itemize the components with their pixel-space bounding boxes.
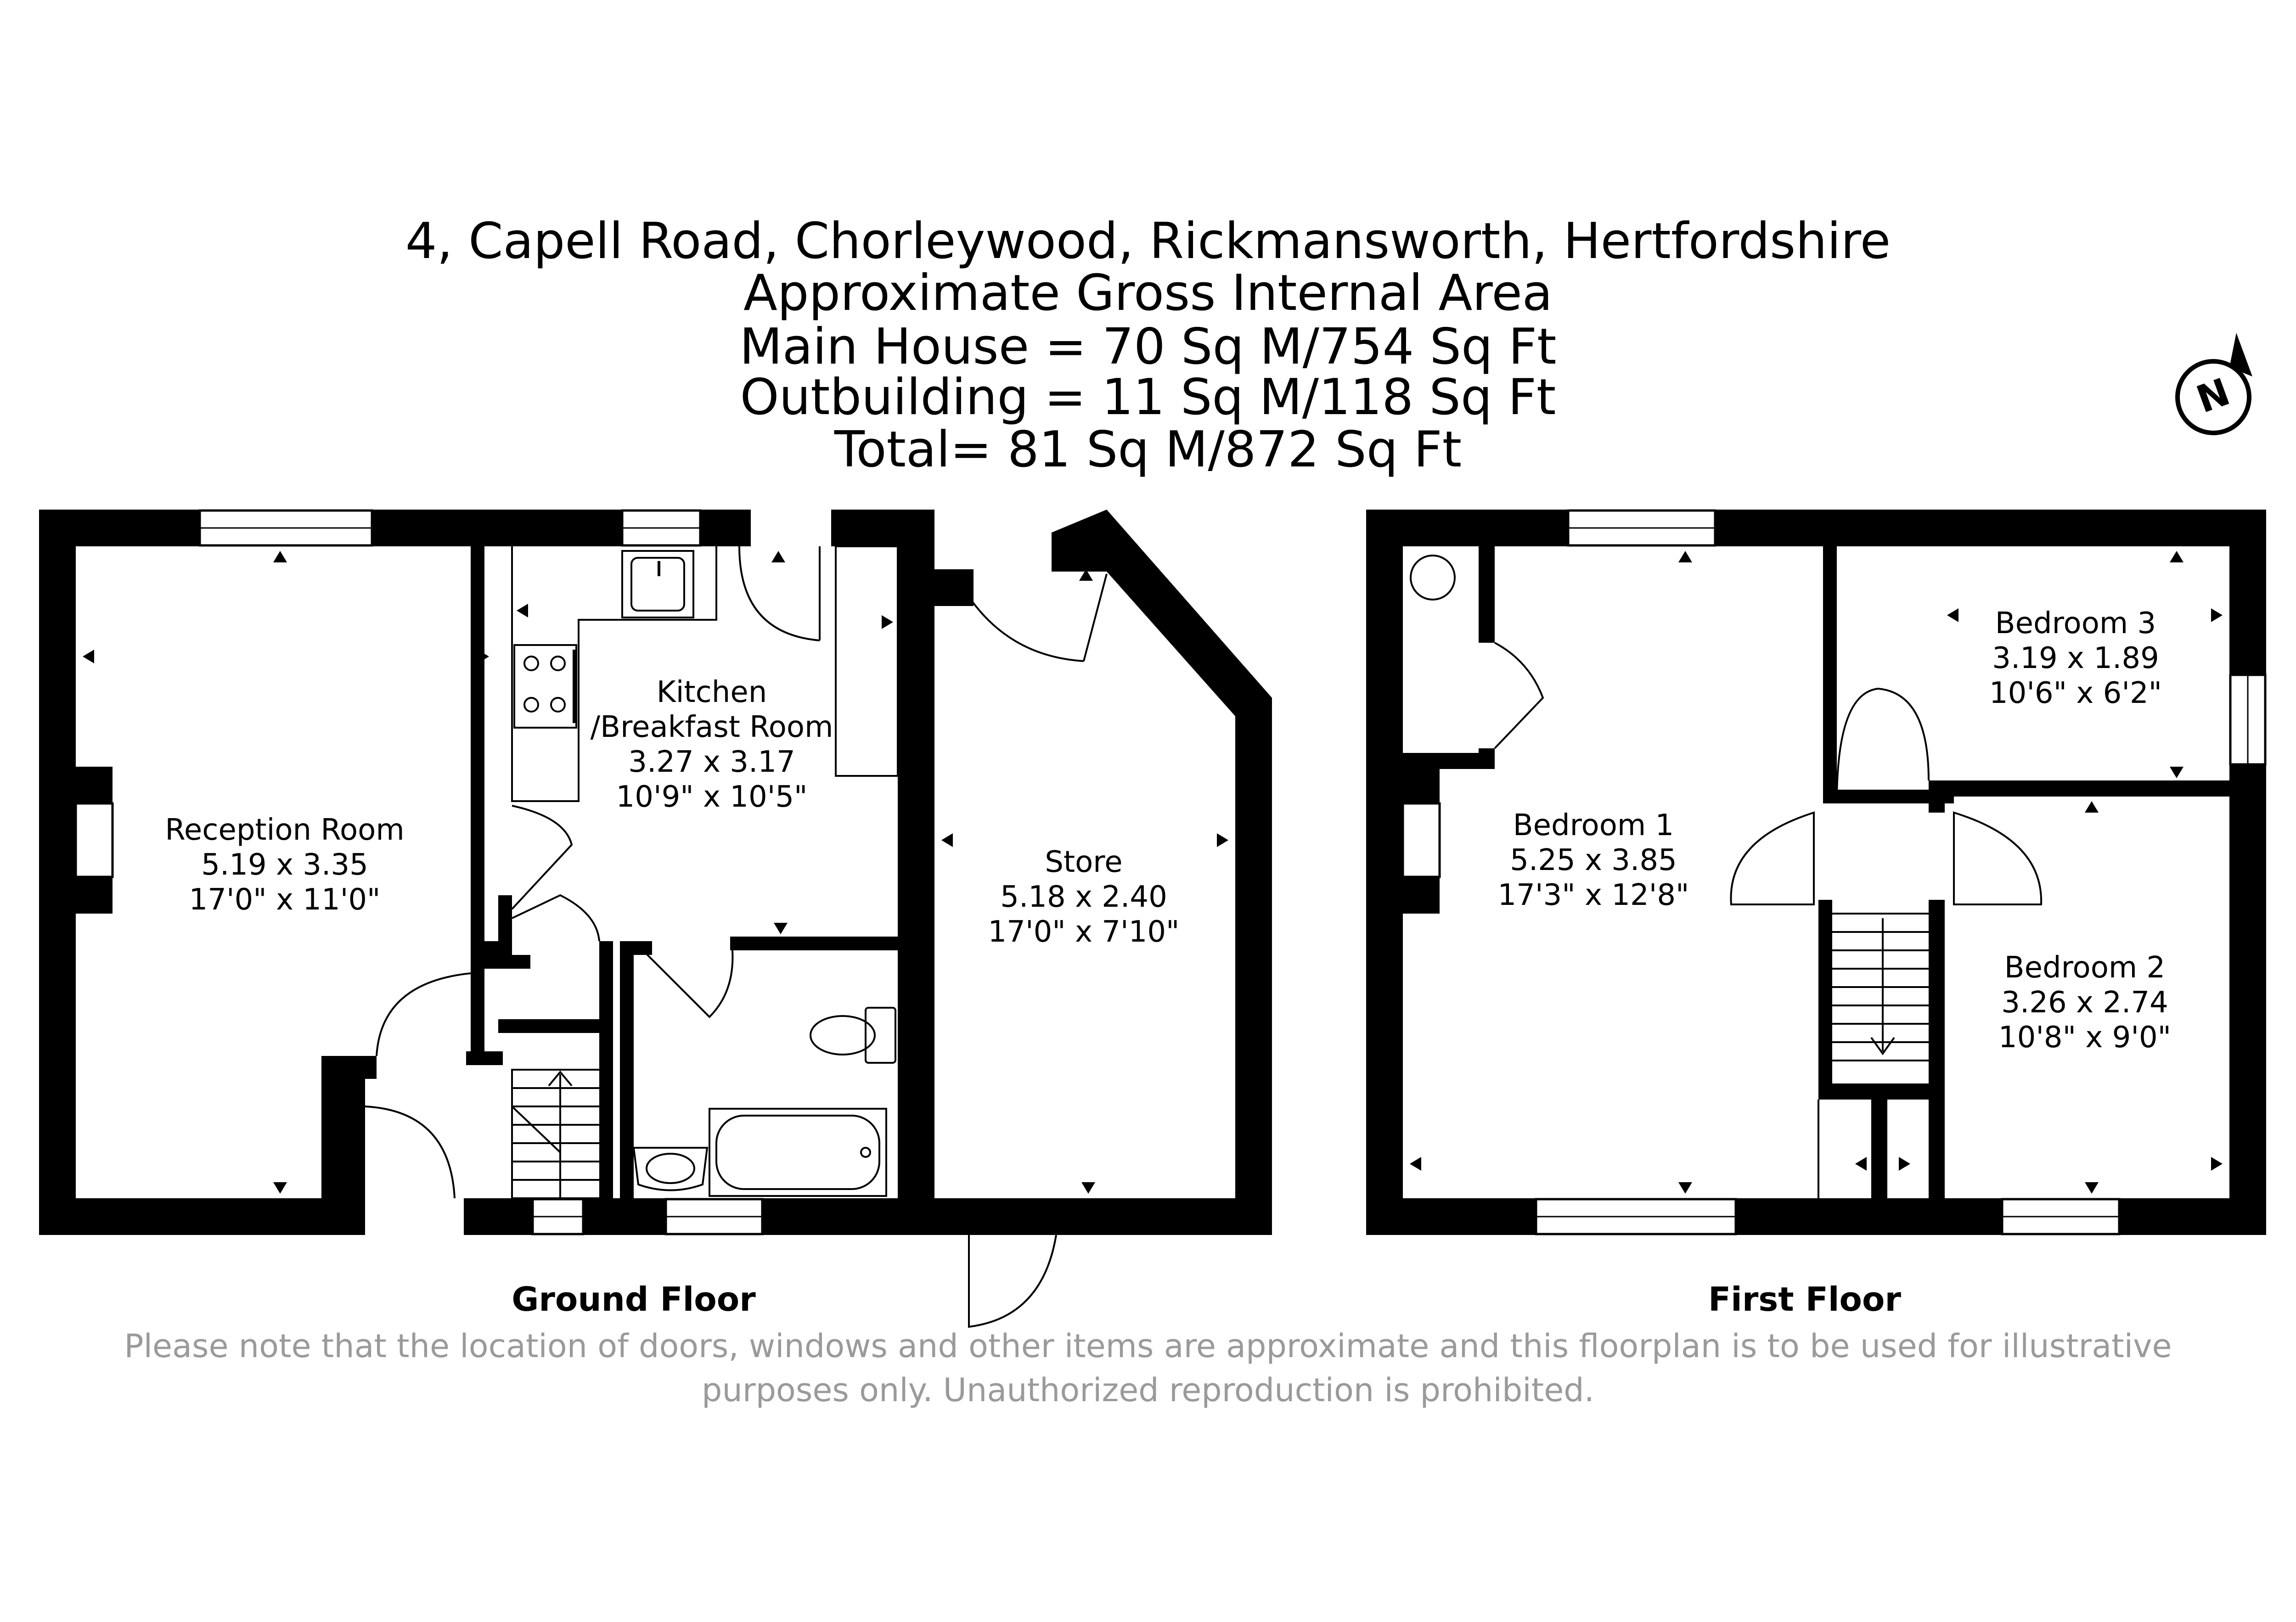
ground-floor-plan [39,509,1272,1328]
kitchen-units [511,545,899,802]
store-name: Store [1045,845,1123,879]
bedroom3-metric: 3.19 x 1.89 [1992,641,2159,675]
first-floor-stairs [1818,913,1929,1198]
store-imperial: 17'0" x 7'10" [988,915,1180,949]
bedroom2-imperial: 10'8" x 9'0" [1998,1021,2172,1055]
water-cylinder [1410,555,1456,601]
ground-floor-windows [74,509,764,1235]
reception-name: Reception Room [165,813,405,847]
ground-floor-internal-walls [466,546,905,1203]
room-label-bedroom3: Bedroom 3 3.19 x 1.89 10'6" x 6'2" [1947,606,2204,711]
outbuilding-area: Outbuilding = 11 Sq M/118 Sq Ft [740,369,1556,426]
kitchen-name-line1: Kitchen [656,675,767,709]
ground-floor-stairs [511,1069,609,1199]
first-floor-label: First Floor [1708,1280,1901,1319]
ground-floor-doors [365,546,821,1199]
kitchen-name-line2: /Breakfast Room [590,710,833,744]
bedroom1-imperial: 17'3" x 12'8" [1497,878,1689,912]
bedroom2-name: Bedroom 2 [2004,951,2166,985]
ground-floor-walls [39,510,964,1235]
room-label-kitchen: Kitchen /Breakfast Room 3.27 x 3.17 10'9… [583,675,840,814]
north-compass [2175,333,2252,435]
first-floor-internal-walls [1403,546,2229,1198]
address-title: 4, Capell Road, Chorleywood, Rickmanswor… [405,213,1891,270]
disclaimer-line2: purposes only. Unauthorized reproduction… [702,1371,1594,1409]
reception-imperial: 17'0" x 11'0" [189,883,381,917]
bedroom3-name: Bedroom 3 [1995,606,2156,640]
first-floor-dimension-markers [1410,551,2223,1194]
bedroom1-name: Bedroom 1 [1513,808,1674,842]
store-dimension-markers [941,569,1228,1194]
first-floor-windows [1401,509,2267,1235]
first-floor-doors [1494,642,2043,905]
first-floor-plan [1366,509,2267,1235]
bedroom2-metric: 3.26 x 2.74 [2001,986,2168,1020]
store-metric: 5.18 x 2.40 [1000,880,1167,914]
main-house-area: Main House = 70 Sq M/754 Sq Ft [739,318,1557,376]
room-label-bedroom1: Bedroom 1 5.25 x 3.85 17'3" x 12'8" [1456,808,1731,913]
reception-metric: 5.19 x 3.35 [201,848,368,882]
disclaimer-line1: Please note that the location of doors, … [124,1327,2172,1365]
room-label-store: Store 5.18 x 2.40 17'0" x 7'10" [969,845,1199,949]
store-doors [968,573,1108,1328]
total-area: Total= 81 Sq M/872 Sq Ft [834,421,1462,478]
room-label-bedroom2: Bedroom 2 3.26 x 2.74 10'8" x 9'0" [1956,950,2213,1055]
store-walls [934,510,1272,1235]
room-label-reception: Reception Room 5.19 x 3.35 17'0" x 11'0" [106,813,464,917]
bedroom3-imperial: 10'6" x 6'2" [1989,676,2162,710]
kitchen-imperial: 10'9" x 10'5" [616,780,808,814]
area-subtitle: Approximate Gross Internal Area [743,264,1553,322]
first-floor-walls [1366,510,2266,1235]
bedroom1-metric: 5.25 x 3.85 [1510,843,1677,877]
kitchen-metric: 3.27 x 3.17 [628,745,795,779]
ground-floor-label: Ground Floor [512,1280,756,1319]
ground-floor-dimension-markers [83,551,893,1194]
bathroom-fittings [632,1007,896,1197]
